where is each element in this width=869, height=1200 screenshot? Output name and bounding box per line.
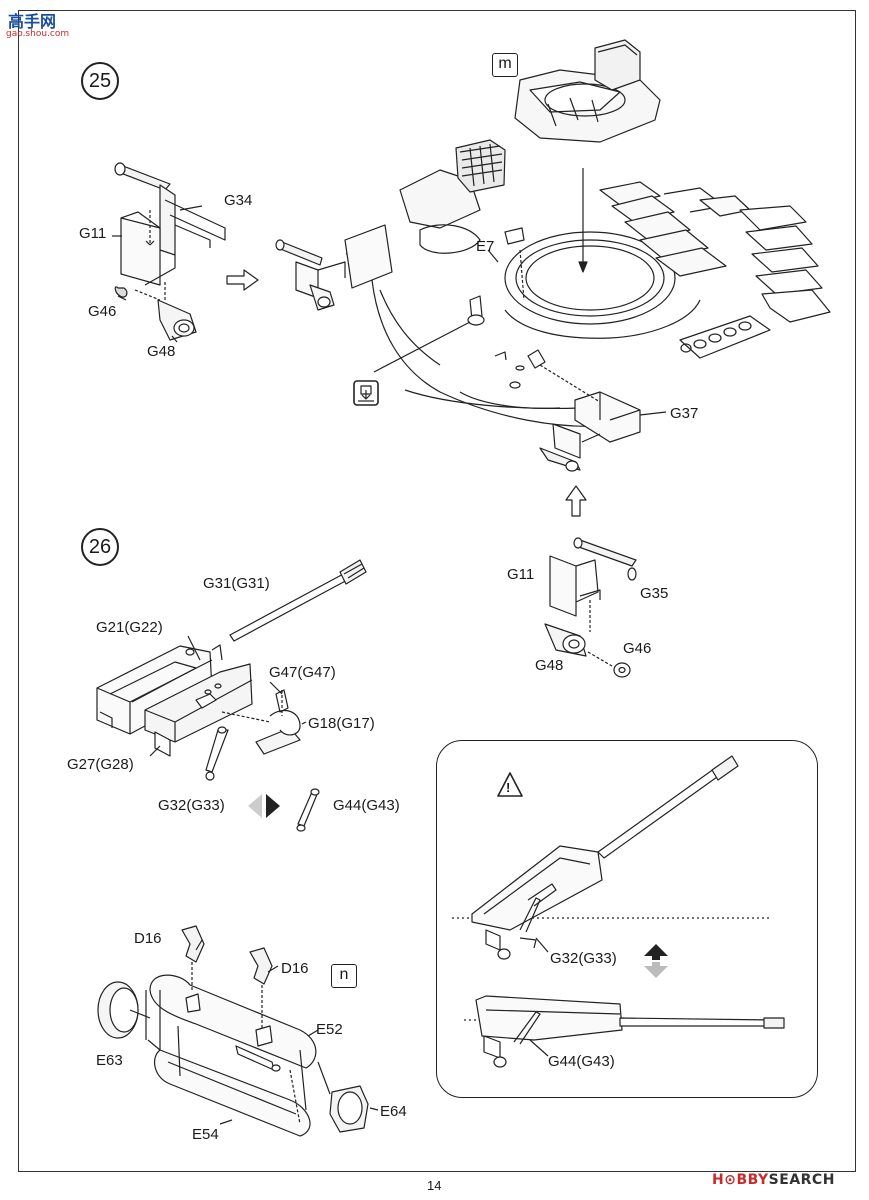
elevation-inset-panel	[436, 740, 818, 1098]
label-g32-inset: G32(G33)	[550, 950, 617, 967]
watermark-brand-c: SEARCH	[768, 1172, 835, 1188]
watermark-brand-o: ⊙	[724, 1172, 737, 1188]
inset-elevation-diagrams	[452, 755, 785, 1068]
marker-m: m	[492, 53, 518, 77]
hollow-arrow-up	[565, 485, 587, 517]
label-g32-left: G32(G33)	[158, 797, 225, 814]
page-border	[18, 10, 856, 1172]
label-g31: G31(G31)	[203, 575, 270, 592]
label-g48-right: G48	[535, 657, 564, 674]
label-g44-left: G44(G43)	[333, 797, 400, 814]
watermark-cn-text: 高手网	[8, 12, 57, 31]
label-g37: G37	[670, 405, 699, 422]
label-d16-right: D16	[281, 960, 309, 977]
label-e54: E54	[192, 1126, 219, 1143]
watermark-brand-a: H	[712, 1172, 725, 1188]
watermark-url: gao.shou.com	[6, 29, 70, 39]
label-g44-inset: G44(G43)	[548, 1053, 615, 1070]
label-g27: G27(G28)	[67, 756, 134, 773]
up-down-arrows	[644, 944, 668, 978]
label-g46-left: G46	[88, 303, 117, 320]
cement-icon	[353, 380, 379, 406]
label-g35: G35	[640, 585, 669, 602]
label-e63: E63	[96, 1052, 123, 1069]
page-number: 14	[427, 1178, 442, 1193]
label-g18: G18(G17)	[308, 715, 375, 732]
label-e52: E52	[316, 1021, 343, 1038]
step-25-number: 25	[81, 62, 119, 100]
mount-subassembly-right	[544, 537, 637, 678]
mantlet-cover-assembly	[97, 925, 379, 1137]
label-d16-left: D16	[134, 930, 162, 947]
label-e7: E7	[476, 238, 495, 255]
label-e64: E64	[380, 1103, 407, 1120]
label-g21: G21(G22)	[96, 619, 163, 636]
warning-symbol: !	[506, 780, 511, 795]
label-g48-left: G48	[147, 343, 176, 360]
left-right-arrows	[248, 794, 280, 818]
label-g11-left: G11	[79, 225, 107, 242]
label-g11-right: G11	[507, 566, 535, 583]
bottom-watermark: H⊙BBYSEARCH	[712, 1172, 835, 1188]
label-g46-right: G46	[623, 640, 652, 657]
marker-n: n	[331, 964, 357, 988]
label-g47: G47(G47)	[269, 664, 336, 681]
mount-subassembly-left	[112, 162, 226, 343]
turret-body	[344, 39, 831, 472]
hollow-arrow-right	[226, 269, 259, 291]
step-26-number: 26	[81, 528, 119, 566]
gun-assembly	[96, 559, 367, 832]
site-watermark: 高手网 gao.shou.com	[6, 8, 72, 42]
label-g34: G34	[224, 192, 253, 209]
watermark-brand-b: BBY	[736, 1172, 769, 1188]
mount-installed-left	[275, 239, 361, 311]
